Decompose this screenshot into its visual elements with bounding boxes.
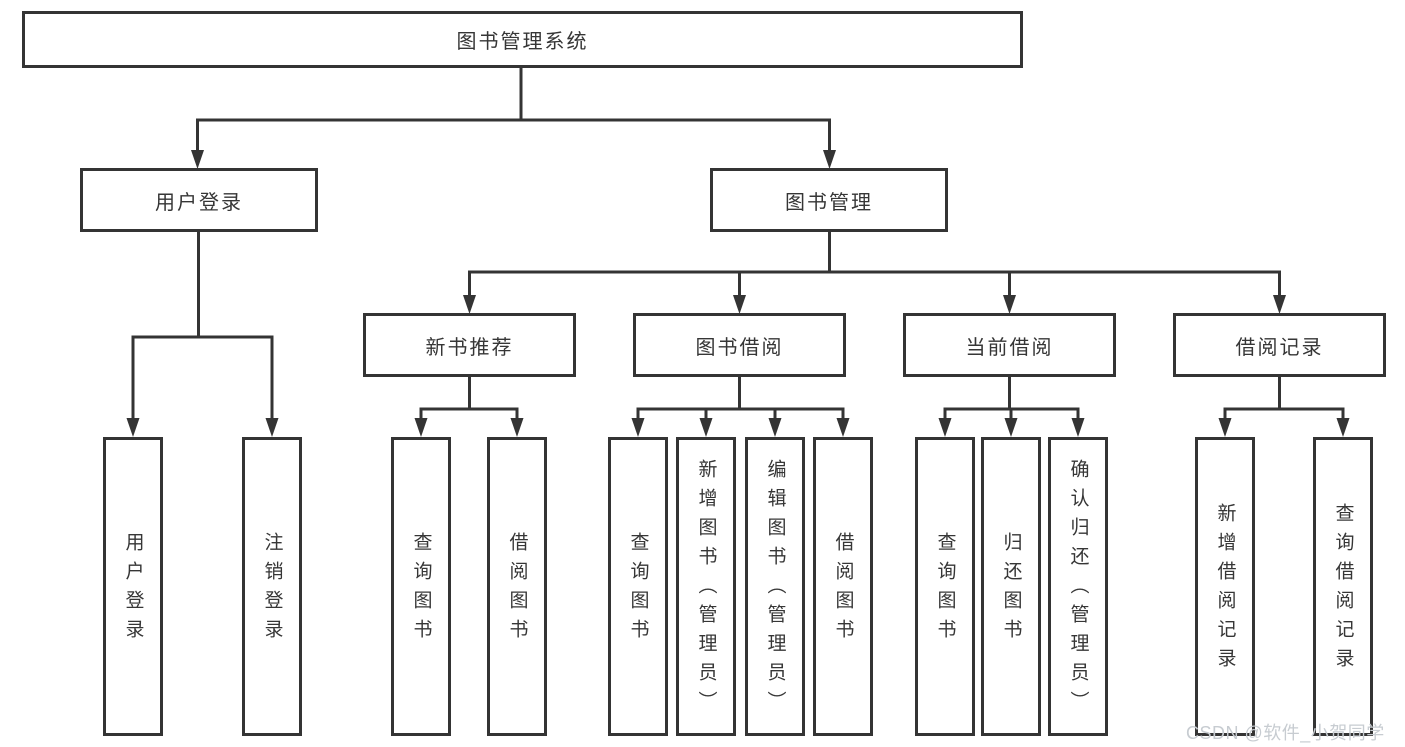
node-borrow-record: 借阅记录 bbox=[1173, 313, 1386, 377]
node-current-borrow: 当前借阅 bbox=[903, 313, 1116, 377]
leaf-return-book: 归还图书 bbox=[981, 437, 1041, 736]
node-new-book-recommend: 新书推荐 bbox=[363, 313, 576, 377]
leaf-edit-book-admin: 编辑图书（管理员） bbox=[745, 437, 805, 736]
node-book-borrow: 图书借阅 bbox=[633, 313, 846, 377]
csdn-watermark: CSDN @软件_小贺同学 bbox=[1186, 723, 1385, 743]
leaf-add-borrow-record: 新增借阅记录 bbox=[1195, 437, 1255, 736]
arrowhead-icons bbox=[126, 150, 1350, 437]
leaf-borrow-book-recommend: 借阅图书 bbox=[487, 437, 547, 736]
node-book-management: 图书管理 bbox=[710, 168, 948, 232]
node-root-library-management-system: 图书管理系统 bbox=[22, 11, 1023, 68]
node-user-login: 用户登录 bbox=[80, 168, 318, 232]
leaf-query-book-borrow: 查询图书 bbox=[608, 437, 668, 736]
leaf-query-borrow-record: 查询借阅记录 bbox=[1313, 437, 1373, 736]
leaf-confirm-return-admin: 确认归还（管理员） bbox=[1048, 437, 1108, 736]
leaf-logout: 注销登录 bbox=[242, 437, 302, 736]
leaf-user-login: 用户登录 bbox=[103, 437, 163, 736]
leaf-borrow-book: 借阅图书 bbox=[813, 437, 873, 736]
leaf-query-book-current: 查询图书 bbox=[915, 437, 975, 736]
leaf-query-book-recommend: 查询图书 bbox=[391, 437, 451, 736]
leaf-add-book-admin: 新增图书（管理员） bbox=[676, 437, 736, 736]
